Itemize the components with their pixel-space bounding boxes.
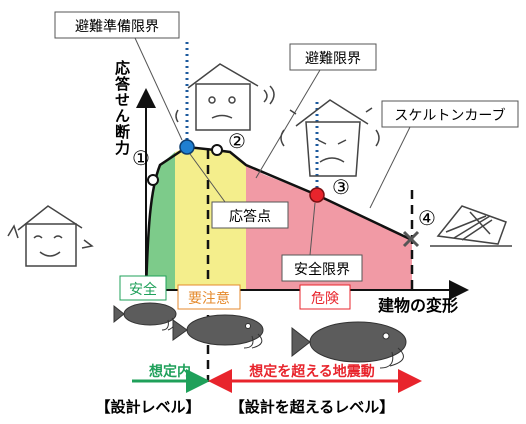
smiling-house-icon (7, 205, 94, 267)
caution-zone (175, 147, 246, 290)
point-1-marker (147, 174, 159, 186)
x-axis-label: 建物の変形 (378, 296, 458, 315)
crying-house-icon (280, 99, 380, 177)
beyond-design-level-label: 【設計を超えるレベル】 (230, 398, 395, 416)
skeleton-curve-callout: スケルトンカーブ (369, 100, 519, 209)
evacuation-prep-limit-text: 避難準備限界 (75, 19, 159, 35)
evacuation-limit-text: 避難限界 (305, 51, 361, 67)
y-axis-label: 応答せん断力 (113, 59, 131, 156)
caution-zone-label-box: 要注意 (177, 284, 241, 310)
safe-zone-label: 安全 (129, 281, 157, 298)
point-1-label: ① (132, 146, 150, 170)
design-level-label: 【設計レベル】 (95, 398, 200, 416)
collapse-x-icon (402, 230, 420, 248)
safety-limit-text: 安全限界 (294, 261, 350, 278)
catfish-icon (172, 314, 264, 349)
danger-zone-label: 危険 (311, 291, 339, 307)
worried-house-icon (175, 63, 275, 131)
skeleton-curve (144, 145, 413, 291)
skeleton-curve-text: スケルトンカーブ (394, 107, 505, 124)
point-2-label: ② (228, 129, 246, 153)
safe-zone (146, 152, 175, 290)
beyond-range-label: 想定を超える地震動 (248, 363, 375, 380)
catfish-icon (113, 302, 177, 331)
safety-limit-marker (309, 187, 325, 203)
point-2-marker (211, 144, 223, 156)
catfish-icon (291, 321, 407, 369)
caution-zone-label: 要注意 (188, 290, 230, 307)
response-point-marker (179, 139, 195, 155)
assumed-range-label: 想定内 (148, 363, 191, 380)
evacuation-limit-callout: 避難限界 (255, 43, 377, 179)
response-point-callout: 応答点 (189, 153, 289, 229)
response-point-text: 応答点 (229, 208, 271, 225)
point-3-label: ③ (332, 175, 350, 199)
safety-limit-callout: 安全限界 (281, 202, 363, 282)
collapsed-house-icon (430, 205, 512, 247)
evacuation-prep-limit-callout: 避難準備限界 (54, 11, 183, 141)
safe-zone-label-box: 安全 (119, 275, 167, 301)
point-4-label: ④ (418, 206, 436, 230)
danger-zone-label-box: 危険 (299, 284, 351, 310)
